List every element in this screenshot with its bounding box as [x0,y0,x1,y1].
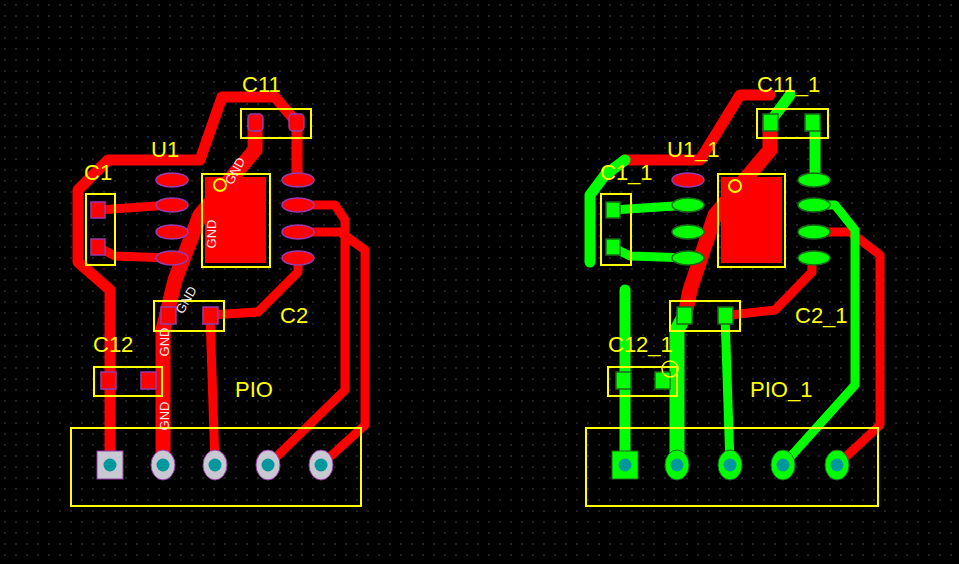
header-pins [97,450,333,480]
header-pins [612,450,849,480]
component-outline: PIO_1 [585,427,879,507]
smd-pads [91,114,314,389]
pin1-marker [729,180,741,192]
designator: C1_1 [600,162,653,184]
net-name: GND [222,155,247,187]
component-outline: C1_1 [600,193,632,266]
pin1-marker [662,361,678,377]
designator: U1 [151,139,179,161]
designator: PIO_1 [750,379,812,401]
designator: C12_1 [608,334,673,356]
component-outline: C12 [93,366,163,397]
component-outline: C11_1 [756,108,829,139]
designator: U1_1 [667,139,720,161]
component-outline: C2_1 [669,300,741,332]
thermal-pad [205,177,266,263]
designator: C2 [280,305,308,327]
green-traces [590,95,855,465]
designator: C11_1 [757,74,820,96]
thermal-pad [721,177,782,263]
component-outline: C1 [85,193,116,266]
net-name: GND [205,220,218,249]
designator: C12 [93,334,133,356]
red-traces [625,95,880,465]
designator: C1 [84,162,112,184]
designator: C11 [242,74,281,96]
designator: PIO [235,379,273,401]
component-outline: PIO [70,427,362,507]
designator: C2_1 [795,305,848,327]
component-outline: U1_1 [717,173,786,268]
smd-pads [606,114,830,389]
net-name: GND [158,402,171,431]
red-traces [78,97,365,465]
net-name: GND [158,328,171,357]
component-outline: C11 [240,108,312,139]
component-outline: C12_1 [607,366,678,397]
